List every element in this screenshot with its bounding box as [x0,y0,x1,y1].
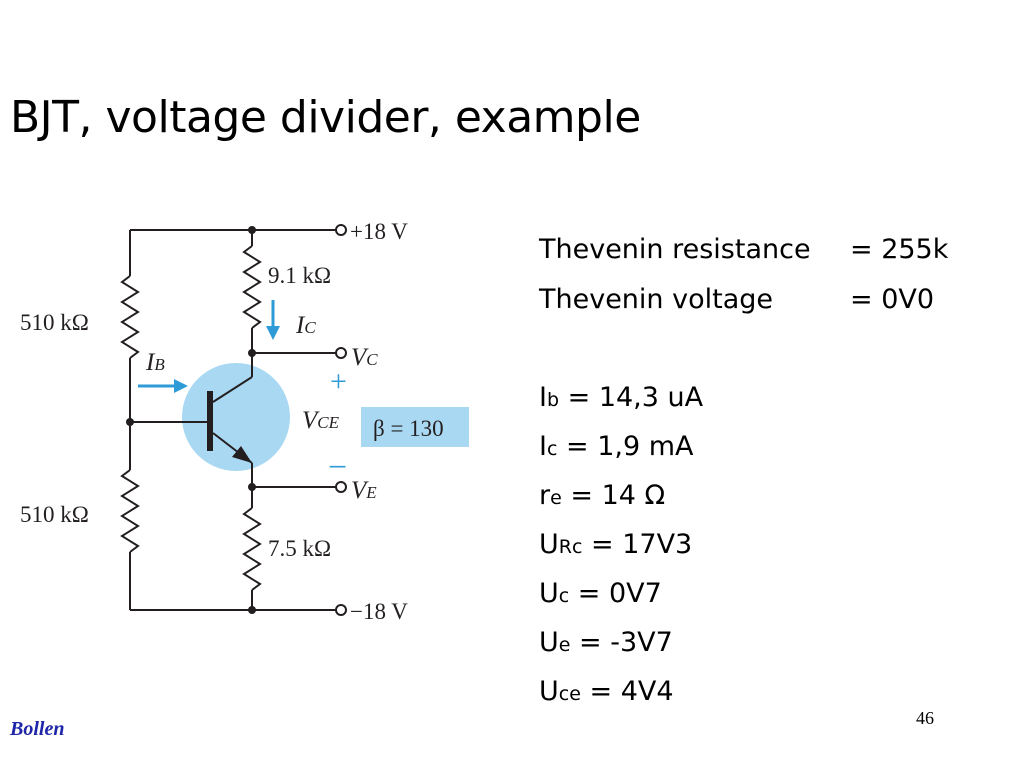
label-vc: VC [351,344,378,371]
label-rc: 9.1 kΩ [268,263,331,288]
terminal-vcc [335,224,347,236]
resistor-re [242,507,262,591]
footer-logo: Bollen [10,718,65,740]
ib-arrow-icon [174,379,188,393]
terminal-vc [335,347,347,359]
ue-line: Ue = -3V7 [539,627,673,658]
beta-box [361,407,469,447]
label-vcc: +18 V [350,219,408,244]
label-r1: 510 kΩ [20,310,89,335]
thevenin-voltage-line: Thevenin voltage = 0V0 [539,284,935,315]
resistor-r1 [120,275,140,359]
beta-label: β = 130 [373,416,444,441]
label-ib: IB [145,349,165,376]
label-vce: VCE [302,407,340,434]
ic-line: Ic = 1,9 mA [539,431,694,462]
minus-sign: − [328,449,347,486]
slide-title: BJT, voltage divider, example [10,92,641,143]
base-bar [207,391,213,451]
thevenin-resistance-line: Thevenin resistance = 255k [539,234,949,265]
uc-line: Uc = 0V7 [539,578,662,609]
page-number: 46 [916,708,934,728]
resistor-r2 [120,469,140,553]
label-r2: 510 kΩ [20,502,89,527]
urc-line: URc = 17V3 [539,529,693,560]
bjt-circuit-diagram: +18 V −18 V 510 kΩ 510 kΩ 9.1 kΩ 7.5 kΩ … [20,219,469,624]
collector-lead [212,376,253,403]
resistor-rc [242,245,262,329]
uce-line: Uce = 4V4 [539,676,674,707]
label-vee: −18 V [350,599,408,624]
emitter-arrow-icon [232,446,252,463]
label-ve: VE [351,477,377,504]
terminal-vee [335,604,347,616]
terminal-ve [335,481,347,493]
label-ic: IC [295,312,316,339]
plus-sign: + [330,365,347,398]
ic-arrow-icon [266,326,280,340]
ib-line: Ib = 14,3 uA [539,382,704,413]
label-re: 7.5 kΩ [268,536,331,561]
re-line: re = 14 Ω [539,480,666,511]
